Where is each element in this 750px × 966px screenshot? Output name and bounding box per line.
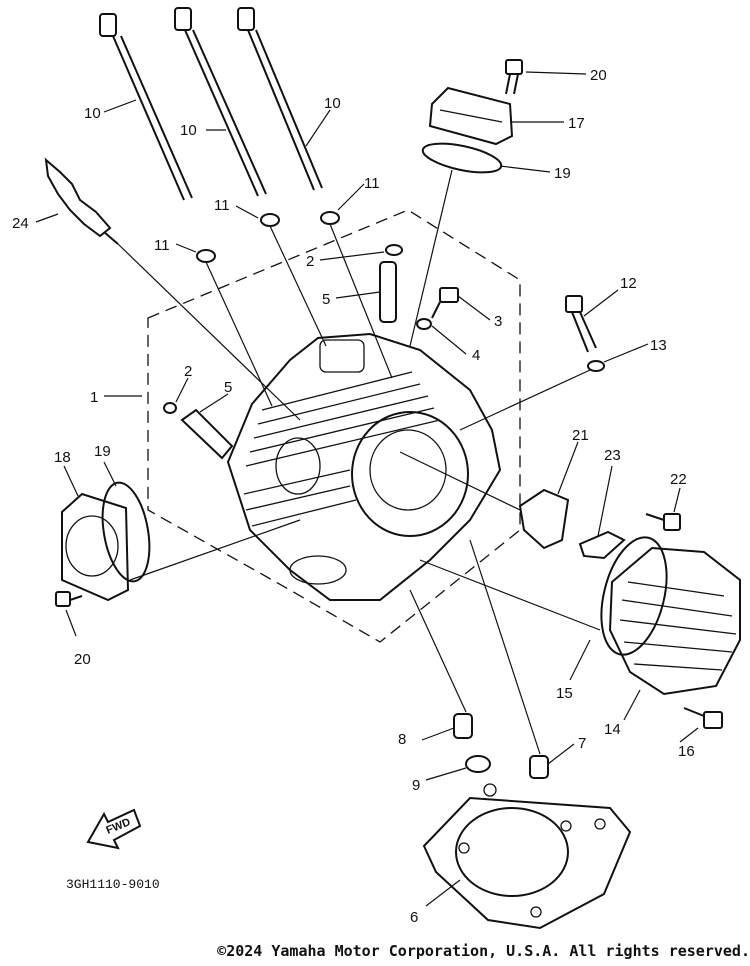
diagram-code: 3GH1110-9010 xyxy=(66,877,160,892)
callout-22: 22 xyxy=(670,471,687,488)
callout-16: 16 xyxy=(678,743,695,760)
callout-7: 7 xyxy=(578,735,586,752)
callout-8: 8 xyxy=(398,731,406,748)
callout-13: 13 xyxy=(650,337,667,354)
bolt-16 xyxy=(683,707,723,729)
bolt-12 xyxy=(565,295,597,353)
spark-plug xyxy=(44,157,119,245)
leader-lines xyxy=(35,71,699,907)
dowel-7 xyxy=(529,755,549,779)
side-cover xyxy=(608,546,741,696)
bolt-20-left xyxy=(55,591,83,607)
callout-5-top: 5 xyxy=(322,291,330,308)
bolt-20-top xyxy=(505,59,523,95)
callout-9: 9 xyxy=(412,777,420,794)
valve-guide-5-left xyxy=(180,408,234,460)
fwd-arrow-icon xyxy=(86,808,142,850)
callout-23: 23 xyxy=(604,447,621,464)
washer-11-left xyxy=(196,249,216,263)
cylinder-head xyxy=(226,332,502,601)
callout-2-left: 2 xyxy=(184,363,192,380)
callout-19-top: 19 xyxy=(554,165,571,182)
callout-4: 4 xyxy=(472,347,480,364)
callout-6: 6 xyxy=(410,909,418,926)
washer-9 xyxy=(465,755,491,773)
callout-2-top: 2 xyxy=(306,253,314,270)
o-ring-19-top xyxy=(421,142,503,174)
washer-11-right xyxy=(320,211,340,225)
callout-21: 21 xyxy=(572,427,589,444)
bolt-3 xyxy=(431,287,459,319)
bracket-21 xyxy=(518,488,570,550)
callout-12: 12 xyxy=(620,275,637,292)
washer-11-middle xyxy=(260,213,280,227)
clip-2-top xyxy=(385,244,403,256)
head-gasket xyxy=(422,783,632,930)
callout-24: 24 xyxy=(12,215,29,232)
callout-20-left: 20 xyxy=(74,651,91,668)
callout-11-left: 11 xyxy=(154,237,170,254)
callout-20-top: 20 xyxy=(590,67,607,84)
tappet-cover-top xyxy=(428,86,514,146)
callout-3: 3 xyxy=(494,313,502,330)
o-ring-15 xyxy=(600,536,668,656)
plate-23 xyxy=(578,530,626,560)
callout-10-right: 10 xyxy=(324,95,341,112)
washer-4 xyxy=(416,318,432,330)
callout-17: 17 xyxy=(568,115,585,132)
o-ring-19-left xyxy=(101,481,151,583)
bolt-22 xyxy=(645,513,681,531)
callout-18: 18 xyxy=(54,449,71,466)
callout-11-middle: 11 xyxy=(214,197,230,214)
dowel-8 xyxy=(453,713,473,739)
copyright-notice: ©2024 Yamaha Motor Corporation, U.S.A. A… xyxy=(217,942,750,960)
washer-13 xyxy=(587,360,605,372)
stud-bolt-left xyxy=(99,13,193,201)
callout-10-middle: 10 xyxy=(180,122,197,139)
callout-10-left: 10 xyxy=(84,105,101,122)
callout-1: 1 xyxy=(90,389,98,406)
valve-guide-5-top xyxy=(379,261,397,323)
callout-19-left: 19 xyxy=(94,443,111,460)
clip-2-left xyxy=(163,402,177,414)
callout-5-left: 5 xyxy=(224,379,232,396)
callout-14: 14 xyxy=(604,721,621,738)
callout-11-right: 11 xyxy=(364,175,380,192)
callout-15: 15 xyxy=(556,685,573,702)
tappet-cover-left xyxy=(61,492,130,602)
stud-bolt-middle xyxy=(174,7,267,197)
stud-bolt-right xyxy=(237,7,323,191)
